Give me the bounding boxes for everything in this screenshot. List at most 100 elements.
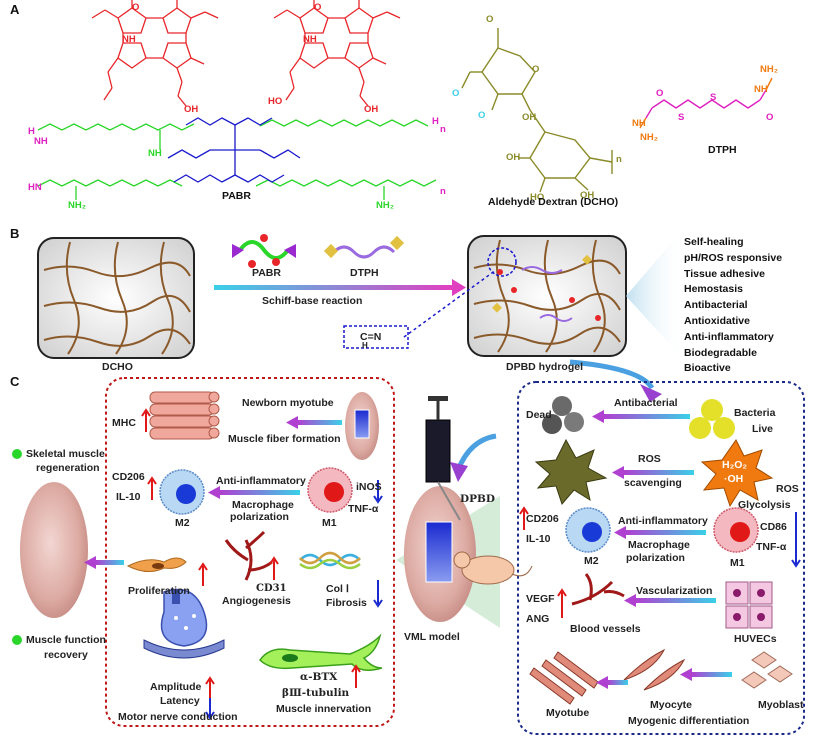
motor-conduction-label: Motor nerve conduction (118, 711, 238, 723)
pabr-structure (37, 0, 437, 200)
reaction-label: Schiff-base reaction (262, 295, 363, 307)
dextran-structure (461, 28, 613, 193)
m2-macrophage-right (565, 507, 611, 553)
polarization-right-label: polarization (626, 552, 685, 564)
live-bacteria-icon (689, 399, 735, 439)
antibacterial-label: Antibacterial (614, 397, 678, 409)
newborn-myotube-label: Newborn myotube (242, 397, 334, 409)
property-item: pH/ROS responsive (684, 251, 783, 264)
dtph-structure-label: DTPH (708, 144, 737, 156)
atom-o: O (486, 14, 494, 25)
atom-h: H (432, 116, 439, 127)
right-arrowhead-4 (624, 594, 636, 607)
glycolysis-label: Glycolysis (738, 499, 791, 511)
cd206-left-label: CD206 (112, 471, 145, 483)
dcho-structure-label: Aldehyde Dextran (DCHO) (488, 196, 619, 208)
myocyte-label: Myocyte (650, 699, 693, 711)
property-item: Tissue adhesive (684, 267, 765, 280)
outcome-muscle-large (12, 449, 88, 645)
atom-nh2: NH₂ (760, 64, 778, 75)
myocyte-icon (623, 648, 686, 691)
syringe-icon (425, 396, 461, 521)
vessel-icon-right (571, 573, 625, 606)
atom-o: O (478, 110, 486, 121)
right-arrow-5 (692, 672, 732, 677)
property-item: Bioactive (684, 362, 731, 375)
imine-h-label: H (362, 341, 368, 350)
macrophage-left-label: Macrophage (232, 499, 294, 511)
left-arrowhead-1 (286, 416, 298, 429)
atom-n-sub: n (616, 154, 622, 165)
right-arrow-3 (626, 530, 706, 535)
to-center-arrow (455, 433, 497, 471)
to-right-panel-arrowhead (640, 384, 662, 402)
dpbd-gel-label: DPBD hydrogel (506, 361, 584, 373)
atom-nh2: NH₂ (68, 200, 86, 211)
imine-bond-label: C=N (360, 331, 382, 343)
atom-n-sub: n (440, 124, 446, 135)
atom-oh: OH (184, 104, 199, 115)
huvecs-icon (725, 581, 773, 629)
h2o2-label: H₂O₂ (722, 459, 748, 471)
atom-o: O (532, 64, 540, 75)
property-item: Biodegradable (684, 346, 757, 359)
atom-o: O (452, 88, 460, 99)
right-arrow-4 (636, 598, 716, 603)
to-right-panel-arrow (569, 359, 655, 390)
atom-nh2: NH₂ (640, 132, 658, 143)
right-arrow-1 (604, 414, 690, 419)
atom-oh: OH (522, 112, 537, 123)
atom-o: O (656, 88, 664, 99)
vessel-icon-left (224, 530, 273, 581)
panel-label-c: C (10, 374, 20, 389)
imine-callout (343, 269, 497, 349)
right-arrowhead-1 (592, 410, 604, 423)
panel-label-b: B (10, 226, 20, 241)
vml-model-label: VML model (404, 631, 460, 643)
angiogenesis-label: Angiogenesis (222, 595, 291, 607)
atom-o: O (314, 2, 322, 13)
ros-scavenged-icon (534, 438, 608, 505)
m1-macrophage-right (713, 507, 759, 553)
atom-oh: OH (364, 104, 379, 115)
m1-left-label: M1 (322, 517, 337, 529)
il10-left-label: IL-10 (116, 491, 141, 503)
muscle-function-label: Muscle function (26, 634, 106, 646)
inos-label: iNOS (356, 481, 382, 493)
bacteria-label: Bacteria (734, 407, 776, 419)
collagen-icon (299, 551, 361, 570)
outcome-arrowhead (84, 556, 96, 569)
dpbd-gel-block (467, 235, 627, 357)
properties-fan (626, 228, 684, 360)
mouse-icon (453, 551, 533, 585)
atom-nh: NH (34, 136, 48, 147)
atom-n-sub: n (440, 186, 446, 197)
macrophage-right-label: Macrophage (628, 539, 690, 551)
dpbd-injection-label: DPBD (460, 493, 495, 505)
mhc-label: MHC (112, 417, 136, 429)
ros-right-label: ROS (776, 483, 799, 495)
live-label: Live (752, 423, 774, 435)
atom-ho: HO (530, 192, 545, 203)
panel-label-a: A (10, 2, 20, 17)
ang-label: ANG (526, 613, 550, 625)
porphyrin-right (273, 0, 401, 107)
dead-label: Dead (526, 409, 552, 421)
atom-nh: NH (303, 34, 317, 45)
outcome-arrow (96, 560, 124, 565)
right-arrowhead-3 (614, 526, 626, 539)
property-item: Self-healing (684, 236, 744, 248)
proliferation-label: Proliferation (128, 585, 190, 597)
vml-muscle (404, 486, 476, 622)
atom-nh: NH (632, 118, 646, 129)
myoblast-label: Myoblast (758, 699, 804, 711)
dtph-structure (639, 77, 773, 129)
left-arrow-1 (298, 420, 342, 425)
atom-hn: HN (28, 182, 42, 193)
huvecs-label: HUVECs (734, 633, 777, 645)
property-item: Antibacterial (684, 299, 748, 312)
blood-vessels-label: Blood vessels (570, 623, 641, 635)
dcho-gel-label: DCHO (102, 361, 133, 373)
innervation-label: Muscle innervation (276, 703, 372, 715)
